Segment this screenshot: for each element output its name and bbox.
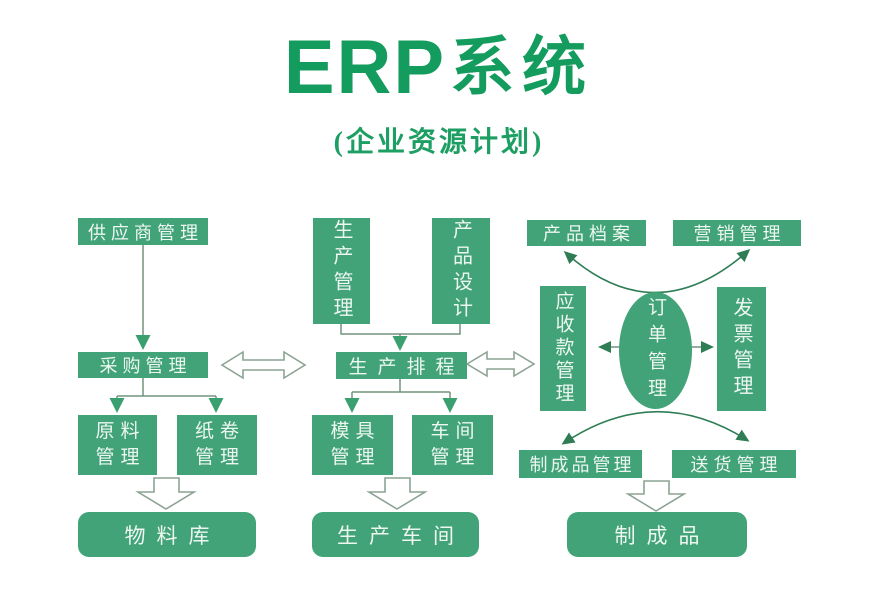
node-label-line1: 模具 <box>330 421 381 442</box>
node-label-line2: 管理 <box>330 447 381 468</box>
node-product-archive: 产品档案 <box>527 220 646 246</box>
node-raw-material-management: 原料 管理 <box>78 415 157 475</box>
connector-scheduling-branch <box>352 379 450 393</box>
node-label-line2: 管理 <box>95 447 146 468</box>
node-label: 送货管理 <box>690 455 783 475</box>
node-supplier-management: 供应商管理 <box>78 218 208 245</box>
node-label: 物料库 <box>124 523 221 548</box>
node-label: 采购管理 <box>99 356 192 376</box>
node-production-management: 生产管理 <box>313 218 370 324</box>
node-product-design: 产品设计 <box>432 218 490 324</box>
connector-production-merge <box>340 324 461 335</box>
node-paper-roll-management: 纸卷 管理 <box>177 415 257 475</box>
node-label: 产品设计 <box>449 219 472 323</box>
node-delivery-management: 送货管理 <box>672 450 796 478</box>
node-label: 生产管理 <box>330 219 352 323</box>
node-label: 制成品 <box>614 523 711 548</box>
curve-finishedmgmt-delivery <box>561 410 750 445</box>
title-erp-text: ERP <box>283 25 447 110</box>
block-arrow-to-material-warehouse <box>135 477 197 510</box>
node-label-line1: 车间 <box>430 421 481 442</box>
title-cn-text: 系统 <box>450 32 595 103</box>
node-label-line1: 纸卷 <box>194 421 245 442</box>
block-arrow-to-finished-goods <box>625 480 687 512</box>
node-label: 应收款管理 <box>552 291 574 406</box>
node-finished-goods: 制成品 <box>567 512 747 557</box>
node-order-management-ellipse: 订单管理 <box>619 292 692 409</box>
connector-purchasing-branch <box>117 378 216 397</box>
node-receivables-management: 应收款管理 <box>540 286 586 411</box>
node-production-scheduling: 生产排程 <box>336 352 467 379</box>
block-arrow-to-production-workshop <box>366 477 428 510</box>
node-marketing-management: 营销管理 <box>673 220 801 246</box>
node-label: 生产排程 <box>348 357 465 378</box>
node-workshop-management: 车间 管理 <box>412 415 493 475</box>
node-production-workshop: 生产车间 <box>312 512 479 557</box>
node-finished-goods-management: 制成品管理 <box>519 450 642 478</box>
double-arrow-scheduling-receivables <box>465 350 536 378</box>
node-invoice-management: 发票管理 <box>717 287 766 411</box>
node-label: 产品档案 <box>543 224 635 244</box>
node-label: 供应商管理 <box>88 222 203 243</box>
node-label: 制成品管理 <box>529 455 635 475</box>
node-label: 发票管理 <box>730 297 752 401</box>
header: ERP系统 (企业资源计划) <box>0 30 878 160</box>
node-purchasing-management: 采购管理 <box>78 352 208 378</box>
page-subtitle: (企业资源计划) <box>333 127 545 158</box>
node-label: 订单管理 <box>645 296 666 405</box>
double-arrow-purchasing-scheduling <box>220 350 307 380</box>
node-label-line1: 原料 <box>95 421 146 442</box>
node-label-line2: 管理 <box>194 447 245 468</box>
node-material-warehouse: 物料库 <box>78 512 256 557</box>
node-label-line2: 管理 <box>430 447 481 468</box>
page-title: ERP系统 <box>0 30 878 106</box>
node-mold-management: 模具 管理 <box>312 415 393 475</box>
node-label: 营销管理 <box>693 224 786 244</box>
node-label: 生产车间 <box>337 523 465 548</box>
